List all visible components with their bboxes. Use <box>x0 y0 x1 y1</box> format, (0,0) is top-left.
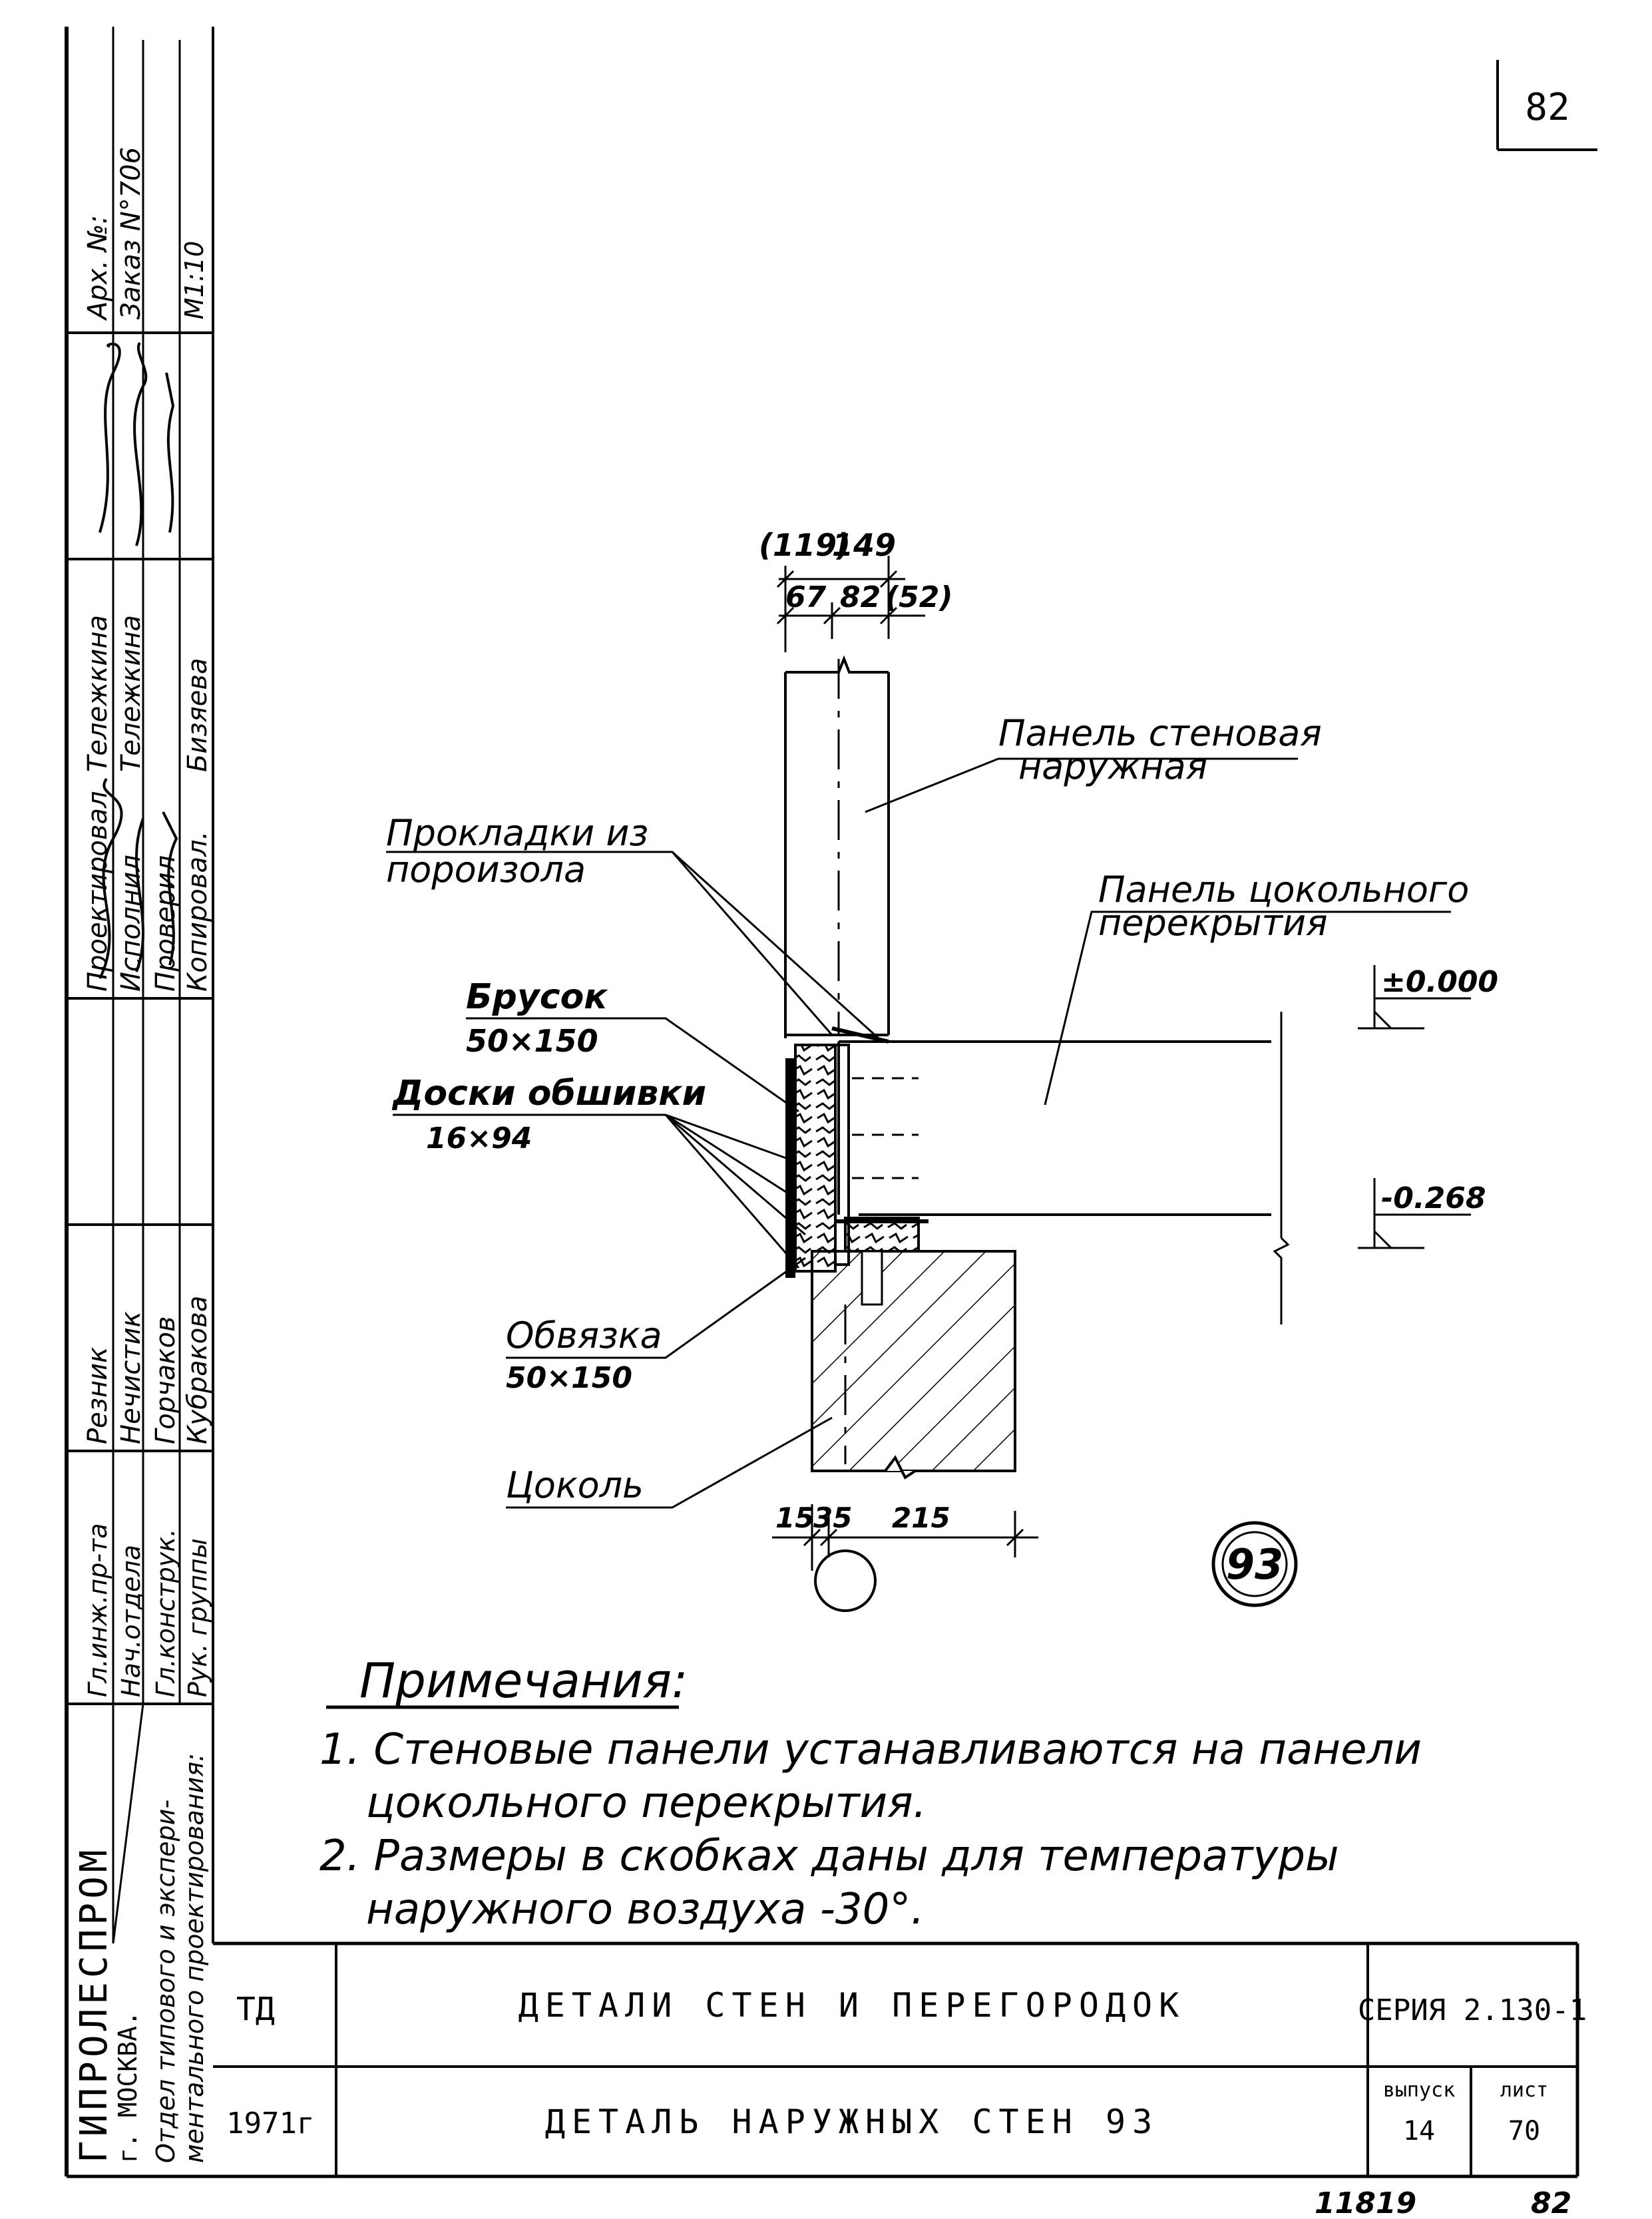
label-plinth: Цоколь <box>506 1464 644 1506</box>
scale: М1:10 <box>180 241 209 319</box>
detail-93-section: (119) 149 67 82 (52) <box>386 527 1498 1612</box>
floor-panel <box>837 1012 1290 1324</box>
cladding-boards <box>785 1044 929 1278</box>
role-designed: Проектировал <box>83 791 113 992</box>
name-copied: Бизяева <box>182 658 213 772</box>
issue-label: выпуск <box>1383 2079 1455 2102</box>
dimension-lines-top <box>776 556 925 652</box>
side-stamp: Арх. №: Заказ N°706 М1:10 Проектировал И… <box>67 27 214 2163</box>
label-floor-panel-2: перекрытия <box>1098 902 1328 944</box>
archive-no: Арх. №: <box>83 215 113 321</box>
note-line-1: 1. Стеновые панели устанавливаются на па… <box>319 1725 1422 1774</box>
notes-section: Примечания: 1. Стеновые панели устанавли… <box>319 1653 1422 1934</box>
title-block-title-1: ДЕТАЛИ СТЕН И ПЕРЕГОРОДОК <box>518 1986 1186 2025</box>
dim-215: 215 <box>892 1502 950 1534</box>
dim-149: 149 <box>832 527 896 563</box>
label-binding-2: 50×150 <box>506 1361 632 1395</box>
footer-number-1: 11819 <box>1315 2186 1416 2219</box>
title-block-code: ТД <box>236 1991 275 2028</box>
label-wall-panel-1: Панель стеновая <box>998 712 1322 754</box>
note-line-3: 2. Размеры в скобках даны для температур… <box>319 1832 1339 1881</box>
detail-number-badge: 93 <box>1211 1521 1298 1607</box>
title-block-series: СЕРИЯ 2.130-1 <box>1358 1993 1587 2027</box>
notes-title: Примечания: <box>359 1653 688 1709</box>
dim-119: (119) <box>759 527 851 563</box>
org-dept-line-1: Отдел типового и экспери- <box>151 1800 180 2163</box>
level-bottom: -0.268 <box>1381 1181 1486 1215</box>
note-line-2: цокольного перекрытия. <box>366 1778 927 1828</box>
leader-lines <box>386 757 1451 1509</box>
role-group-leader: Рук. группы <box>183 1538 212 1697</box>
name-designed: Тележкина <box>83 615 113 772</box>
level-mark-bottom <box>1358 1178 1471 1249</box>
plinth <box>811 1250 1016 1480</box>
role-executed: Исполнил <box>116 855 146 992</box>
name-chief-engineer: Резник <box>83 1347 113 1444</box>
name-chief-designer: Горчаков <box>150 1316 181 1445</box>
role-chief-engineer: Гл.инж.пр-та <box>83 1523 112 1698</box>
role-checked: Проверил <box>150 855 181 992</box>
org-city: г. МОСКВА. <box>113 2011 142 2163</box>
dim-15: 15 <box>775 1502 814 1534</box>
dim-82: 82 <box>840 580 881 614</box>
label-boards-1: Доски обшивки <box>391 1074 706 1113</box>
label-gaskets-1: Прокладки из <box>386 812 648 854</box>
role-department-head: Нач.отдела <box>116 1545 146 1697</box>
org-name: ГИПРОЛЕСПРОМ <box>73 1846 116 2163</box>
label-boards-2: 16×94 <box>426 1121 532 1155</box>
footer: 11819 82 <box>1315 2186 1571 2219</box>
level-top: ±0.000 <box>1381 965 1498 999</box>
name-group-leader: Кубракова <box>182 1296 213 1444</box>
label-bar-2: 50×150 <box>466 1023 598 1059</box>
order-no: Заказ N°706 <box>116 147 146 319</box>
name-executed: Тележкина <box>116 615 146 772</box>
level-mark-top <box>1358 965 1471 1030</box>
label-bar-1: Брусок <box>466 977 608 1017</box>
sheet-label: лист <box>1500 2079 1548 2102</box>
title-block-title-2: ДЕТАЛЬ НАРУЖНЫХ СТЕН 93 <box>545 2103 1159 2141</box>
sheet-value: 70 <box>1508 2116 1540 2146</box>
signatures <box>99 341 178 979</box>
org-dept-line-2: ментального проектирования: <box>180 1753 209 2163</box>
note-line-4: наружного воздуха -30°. <box>366 1885 925 1934</box>
label-gaskets-2: пороизола <box>386 849 586 891</box>
dim-35: 35 <box>813 1502 852 1534</box>
dim-52: (52) <box>885 580 952 614</box>
detail-number: 93 <box>1226 1540 1283 1589</box>
page-number-box: 82 <box>1496 60 1597 151</box>
dimension-lines-bottom <box>772 1504 1038 1612</box>
title-block: ТД 1971г ДЕТАЛИ СТЕН И ПЕРЕГОРОДОК ДЕТАЛ… <box>226 1986 1587 2146</box>
issue-value: 14 <box>1403 2116 1435 2146</box>
sheet-frame <box>65 27 1579 2178</box>
title-block-year: 1971г <box>226 2107 314 2140</box>
label-binding-1: Обвязка <box>506 1314 662 1356</box>
role-chief-designer: Гл.конструк. <box>151 1529 180 1697</box>
page-number: 82 <box>1525 86 1569 129</box>
dim-67: 67 <box>785 580 827 614</box>
name-department-head: Нечистик <box>116 1311 146 1444</box>
label-wall-panel-2: наружная <box>1018 745 1207 787</box>
footer-number-2: 82 <box>1531 2186 1571 2219</box>
label-floor-panel-1: Панель цокольного <box>1098 869 1469 910</box>
role-copied: Копировал. <box>182 831 213 992</box>
wall-panel <box>784 655 890 1044</box>
